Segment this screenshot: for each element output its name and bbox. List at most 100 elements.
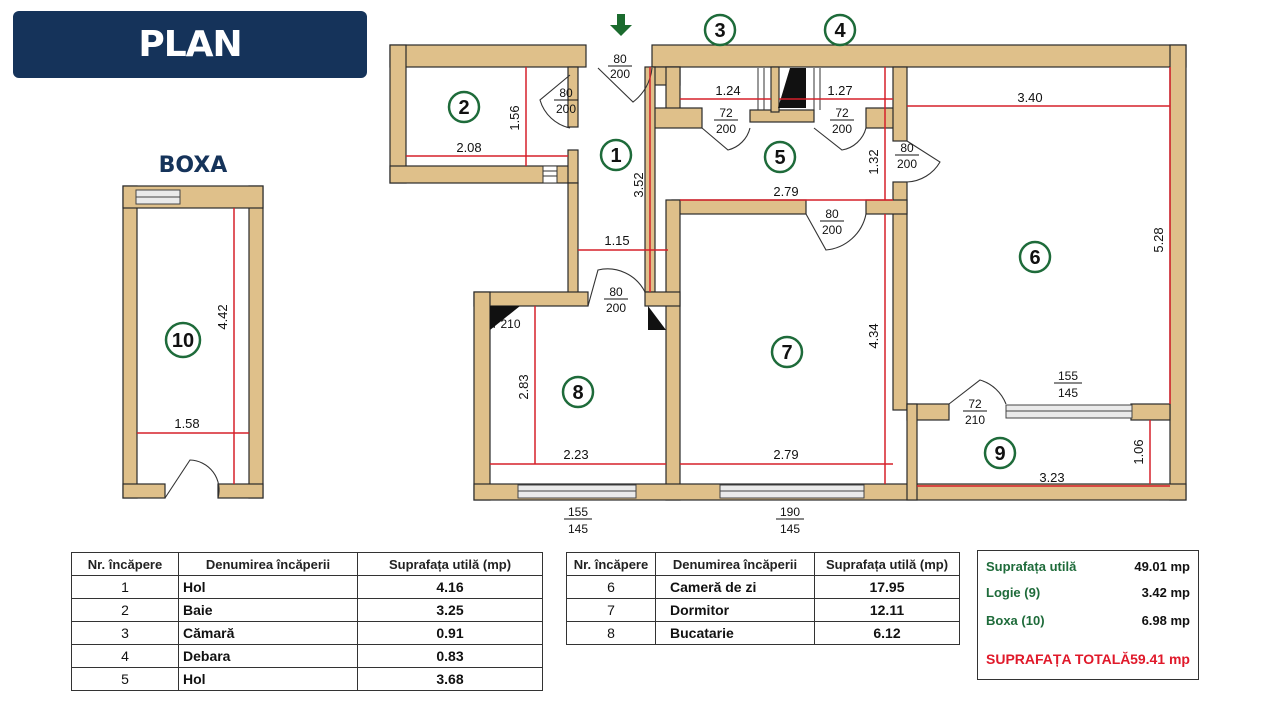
cell-area: 3.68	[357, 667, 543, 691]
door-size: 200	[822, 223, 842, 237]
room-marker: 5	[774, 147, 785, 169]
room-marker: 10	[172, 330, 194, 352]
window-size: 145	[1058, 386, 1078, 400]
dim-label: 1.58	[174, 416, 199, 431]
summary-label: Boxa (10)	[986, 613, 1045, 628]
cell-nr: 3	[71, 621, 179, 645]
room-marker: 9	[994, 443, 1005, 465]
summary-label: Logie (9)	[986, 585, 1041, 600]
door-size: 7'210	[492, 317, 521, 331]
walls	[122, 44, 1187, 501]
cell-area: 6.12	[814, 621, 960, 645]
rooms-table-1: Nr. încăpere Denumirea încăperii Suprafa…	[71, 552, 543, 691]
summary-total: SUPRAFAȚA TOTALĂ 59.41 mp	[986, 651, 1190, 671]
cell-nr: 6	[566, 575, 656, 599]
dim-label: 2.79	[773, 447, 798, 462]
cell-nr: 8	[566, 621, 656, 645]
door-size: 200	[897, 157, 917, 171]
room-marker: 1	[610, 145, 621, 167]
dim-label: 1.27	[827, 83, 852, 98]
cell-name: Hol	[178, 667, 358, 691]
summary-value: 49.01 mp	[1134, 559, 1190, 574]
table-header: Suprafața utilă (mp)	[357, 552, 543, 576]
dim-label: 3.23	[1039, 470, 1064, 485]
page-title: PLAN APARTAMENT	[13, 11, 367, 132]
cell-nr: 5	[71, 667, 179, 691]
dim-label: 4.34	[866, 323, 881, 348]
rooms-table-2: Nr. încăpere Denumirea încăperii Suprafa…	[566, 552, 960, 645]
cell-area: 12.11	[814, 598, 960, 622]
door-size: 80	[613, 52, 627, 66]
summary-utila: Suprafața utilă 49.01 mp	[986, 559, 1190, 579]
windows	[135, 189, 1133, 499]
cell-name: Dormitor	[655, 598, 815, 622]
door-size: 72	[719, 106, 733, 120]
door-size: 200	[716, 122, 736, 136]
room-marker: 2	[458, 97, 469, 119]
cell-name: Bucatarie	[655, 621, 815, 645]
summary-boxa: Boxa (10) 6.98 mp	[986, 613, 1190, 633]
cell-area: 0.83	[357, 644, 543, 668]
summary-value: 3.42 mp	[1141, 585, 1190, 600]
table-header: Nr. încăpere	[71, 552, 179, 576]
cell-area: 0.91	[357, 621, 543, 645]
table-header: Denumirea încăperii	[178, 552, 358, 576]
floor-plan: 1.56 2.08 3.52 1.24 1.27 3.40 5.28 1.32 …	[122, 13, 1187, 536]
boxa-label: BOXA	[159, 153, 228, 178]
dim-label: 2.08	[456, 140, 481, 155]
summary-value: 59.41 mp	[1130, 651, 1190, 667]
dim-label: 4.42	[215, 304, 230, 329]
table-header: Nr. încăpere	[566, 552, 656, 576]
table-header: Suprafața utilă (mp)	[814, 552, 960, 576]
cell-name: Hol	[178, 575, 358, 599]
window-size: 190	[780, 505, 800, 519]
summary-logie: Logie (9) 3.42 mp	[986, 585, 1190, 605]
room-marker: 8	[572, 382, 583, 404]
dim-label: 1.15	[604, 233, 629, 248]
dim-label: 3.52	[631, 172, 646, 197]
window-size: 155	[1058, 369, 1078, 383]
cell-name: Cămară	[178, 621, 358, 645]
cell-name: Cameră de zi	[655, 575, 815, 599]
stairs	[490, 68, 821, 330]
cell-name: Baie	[178, 598, 358, 622]
door-size: 80	[825, 207, 839, 221]
dim-label: 5.28	[1151, 227, 1166, 252]
entrance-arrow-icon	[610, 14, 632, 36]
dim-label: 1.24	[715, 83, 740, 98]
summary-label: SUPRAFAȚA TOTALĂ	[986, 651, 1131, 667]
room-marker: 3	[714, 20, 725, 42]
cell-area: 17.95	[814, 575, 960, 599]
door-size: 210	[965, 413, 985, 427]
dim-label: 2.83	[516, 374, 531, 399]
door-size: 80	[559, 86, 573, 100]
door-size: 200	[556, 102, 576, 116]
window-size: 155	[568, 505, 588, 519]
area-summary: Suprafața utilă 49.01 mp Logie (9) 3.42 …	[977, 550, 1199, 680]
cell-nr: 4	[71, 644, 179, 668]
cell-area: 3.25	[357, 598, 543, 622]
door-size: 80	[609, 285, 623, 299]
dim-label: 1.32	[866, 149, 881, 174]
cell-nr: 2	[71, 598, 179, 622]
window-size: 145	[568, 522, 588, 536]
summary-value: 6.98 mp	[1141, 613, 1190, 628]
door-size: 72	[835, 106, 849, 120]
door-size: 200	[606, 301, 626, 315]
cell-name: Debara	[178, 644, 358, 668]
room-marker: 7	[781, 342, 792, 364]
summary-label: Suprafața utilă	[986, 559, 1077, 574]
cell-nr: 1	[71, 575, 179, 599]
dim-label: 3.40	[1017, 90, 1042, 105]
dimension-lines	[137, 67, 1171, 487]
dim-label: 1.06	[1131, 439, 1146, 464]
cell-nr: 7	[566, 598, 656, 622]
door-size: 72	[968, 397, 982, 411]
